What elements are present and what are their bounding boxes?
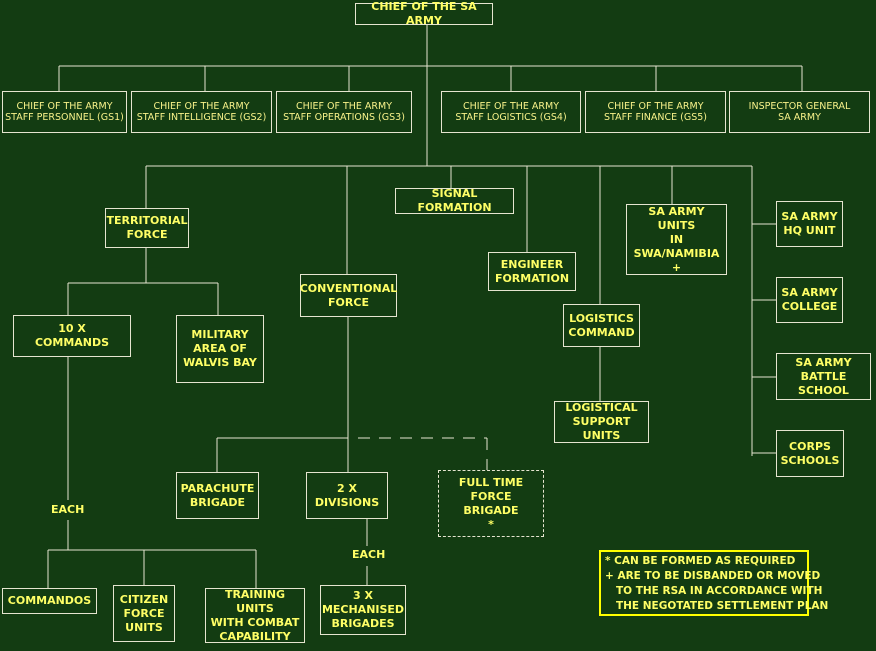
divisions-label: 2 X DIVISIONS (314, 481, 380, 509)
note-line-disbanded: + ARE TO BE DISBANDED OR MOVED (605, 570, 821, 582)
inspector-general-label: INSPECTOR GENERAL SA ARMY (748, 101, 851, 123)
corps-schools-label: CORPS SCHOOLS (780, 439, 840, 467)
territorial-force-box: TERRITORIAL FORCE (105, 208, 189, 248)
conventional-force-box: CONVENTIONAL FORCE (300, 274, 397, 317)
commandos-label: COMMANDOS (7, 594, 92, 607)
training-units-label: TRAINING UNITS WITH COMBAT CAPABILITY (210, 587, 300, 643)
commands-box: 10 X COMMANDS (13, 315, 131, 357)
engineer-formation-label: ENGINEER FORMATION (494, 257, 570, 285)
inspector-general-box: INSPECTOR GENERAL SA ARMY (729, 91, 870, 133)
chief-of-army-box: CHIEF OF THE SA ARMY (355, 0, 493, 27)
signal-formation-box: SIGNAL FORMATION (395, 187, 514, 214)
gs3-operations-box: CHIEF OF THE ARMY STAFF OPERATIONS (GS3) (276, 91, 412, 133)
gs4-label: CHIEF OF THE ARMY STAFF LOGISTICS (GS4) (455, 101, 567, 123)
gs1-personnel-box: CHIEF OF THE ARMY STAFF PERSONNEL (GS1) (2, 91, 127, 133)
training-units-box: TRAINING UNITS WITH COMBAT CAPABILITY (205, 588, 305, 643)
commandos-box: COMMANDOS (2, 588, 97, 614)
army-college-label: SA ARMY COLLEGE (781, 286, 838, 313)
swa-namibia-units-label: SA ARMY UNITS IN SWA/NAMIBIA + (633, 204, 720, 274)
logistical-support-units-box: LOGISTICAL SUPPORT UNITS (554, 401, 649, 443)
gs4-logistics-box: CHIEF OF THE ARMY STAFF LOGISTICS (GS4) (441, 91, 581, 133)
logistics-command-label: LOGISTICS COMMAND (568, 311, 635, 339)
walvis-bay-label: MILITARY AREA OF WALVIS BAY (183, 328, 257, 369)
citizen-force-units-label: CITIZEN FORCE UNITS (119, 592, 169, 634)
legend-note-box: * CAN BE FORMED AS REQUIRED + ARE TO BE … (599, 550, 829, 616)
corps-schools-box: CORPS SCHOOLS (776, 430, 844, 477)
gs2-intelligence-box: CHIEF OF THE ARMY STAFF INTELLIGENCE (GS… (131, 91, 272, 133)
divisions-box: 2 X DIVISIONS (306, 472, 388, 519)
engineer-formation-box: ENGINEER FORMATION (488, 252, 576, 291)
swa-namibia-units-box: SA ARMY UNITS IN SWA/NAMIBIA + (626, 204, 727, 275)
hq-unit-box: SA ARMY HQ UNIT (776, 201, 843, 247)
full-time-force-brigade-label: FULL TIME FORCE BRIGADE * (458, 475, 524, 531)
parachute-brigade-label: PARACHUTE BRIGADE (180, 481, 255, 509)
gs5-finance-box: CHIEF OF THE ARMY STAFF FINANCE (GS5) (585, 91, 726, 133)
chief-of-army-label: CHIEF OF THE SA ARMY (371, 0, 477, 27)
note-line-rsa: TO THE RSA IN ACCORDANCE WITH (605, 585, 823, 597)
mechanised-brigades-box: 3 X MECHANISED BRIGADES (320, 585, 406, 635)
each-label-divisions: EACH (352, 548, 386, 561)
parachute-brigade-box: PARACHUTE BRIGADE (176, 472, 259, 519)
army-college-box: SA ARMY COLLEGE (776, 277, 843, 323)
walvis-bay-box: MILITARY AREA OF WALVIS BAY (176, 315, 264, 383)
logistics-command-box: LOGISTICS COMMAND (563, 304, 640, 347)
gs2-label: CHIEF OF THE ARMY STAFF INTELLIGENCE (GS… (136, 101, 267, 123)
hq-unit-label: SA ARMY HQ UNIT (781, 210, 838, 237)
battle-school-label: SA ARMY BATTLE SCHOOL (795, 355, 852, 397)
full-time-force-brigade-box: FULL TIME FORCE BRIGADE * (438, 470, 544, 537)
territorial-force-label: TERRITORIAL FORCE (106, 214, 188, 241)
gs5-label: CHIEF OF THE ARMY STAFF FINANCE (GS5) (603, 101, 708, 123)
commands-label: 10 X COMMANDS (34, 322, 110, 349)
each-label-commands: EACH (51, 503, 85, 516)
gs1-label: CHIEF OF THE ARMY STAFF PERSONNEL (GS1) (5, 101, 124, 123)
signal-formation-label: SIGNAL FORMATION (417, 187, 492, 214)
logistical-support-units-label: LOGISTICAL SUPPORT UNITS (565, 401, 638, 442)
note-line-formed-as-required: * CAN BE FORMED AS REQUIRED (605, 555, 796, 567)
citizen-force-units-box: CITIZEN FORCE UNITS (113, 585, 175, 642)
conventional-force-label: CONVENTIONAL FORCE (299, 281, 398, 309)
note-line-settlement-plan: THE NEGOTATED SETTLEMENT PLAN (605, 600, 829, 612)
battle-school-box: SA ARMY BATTLE SCHOOL (776, 353, 871, 400)
mechanised-brigades-label: 3 X MECHANISED BRIGADES (321, 589, 405, 630)
gs3-label: CHIEF OF THE ARMY STAFF OPERATIONS (GS3) (283, 101, 405, 123)
